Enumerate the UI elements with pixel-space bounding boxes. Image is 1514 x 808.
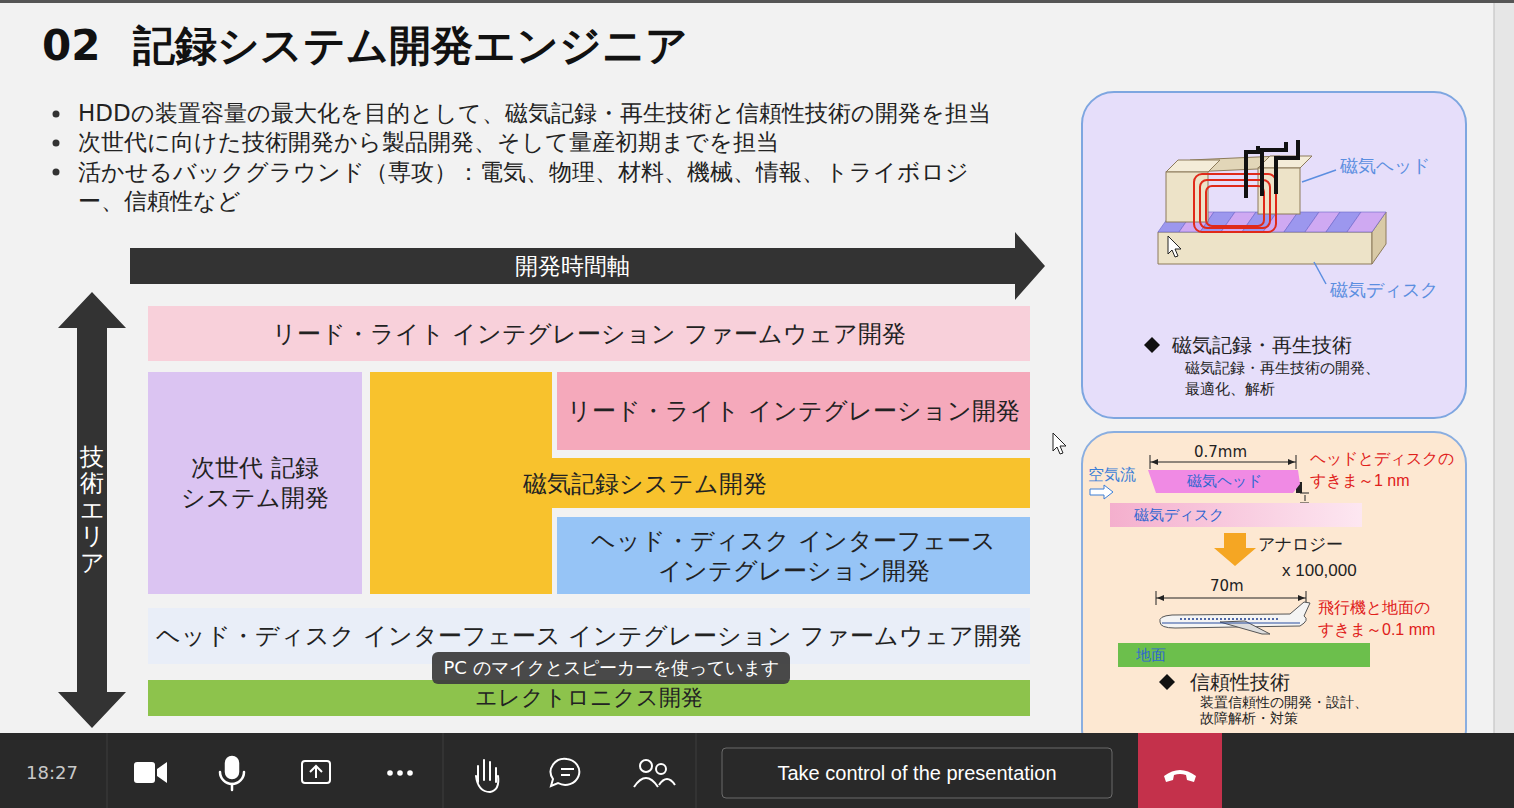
node-label: リード・ライト インテグレーション ファームウェア開発 xyxy=(272,319,906,349)
panel-heading: 磁気記録・再生技術 xyxy=(1172,333,1352,357)
more-icon xyxy=(387,770,413,776)
analogy-label: アナロジー xyxy=(1258,534,1343,554)
node-label: 次世代 記録 システム開発 xyxy=(180,453,330,513)
diamond-bullet xyxy=(1144,337,1160,353)
node-label: 開発時間軸 xyxy=(515,252,630,281)
panel-body: 磁気記録・再生技術の開発、 最適化、解析 xyxy=(1185,358,1390,400)
head-shape: 磁気ヘッド xyxy=(1148,470,1300,493)
diamond-bullet xyxy=(1159,674,1175,690)
toast-message: PC のマイクとスピーカーを使っています xyxy=(432,652,790,684)
part-name: 磁気ディスク xyxy=(1330,279,1438,301)
gap-note: ヘッドとディスクの すきま～1 nm xyxy=(1310,448,1460,492)
take-control-button xyxy=(722,748,1112,798)
node-label: 磁気ヘッド xyxy=(1187,472,1262,491)
hdi-box: ヘッド・ディスク インターフェース インテグレーション開発 xyxy=(557,517,1030,594)
read-write-box: リード・ライト インテグレーション開発 xyxy=(557,372,1030,450)
next-gen-box: 次世代 記録 システム開発 xyxy=(148,372,362,594)
toolbar-divider xyxy=(107,733,108,808)
bullet-text: 次世代に向けた技術開発から製品開発、そして量産初期までを担当 xyxy=(78,129,779,157)
node-shape xyxy=(1148,470,1300,493)
bullet-text: HDDの装置容量の最大化を目的として、磁気記録・再生技術と信頼性技術の開発を担当 xyxy=(78,100,991,128)
node-shape xyxy=(130,232,1045,300)
top-border xyxy=(0,0,1514,3)
node-shape xyxy=(370,372,1030,594)
node-label: ヘッド・ディスク インターフェース インテグレーション ファームウェア開発 xyxy=(156,621,1022,651)
dimension: 70m xyxy=(1210,577,1244,595)
window-border xyxy=(1494,0,1495,733)
time-axis-arrow: 開発時間軸 xyxy=(130,232,1045,300)
leave-button xyxy=(1138,733,1222,808)
panel-ground xyxy=(1082,432,1466,762)
node-label: 技術エリア xyxy=(80,444,104,576)
call-time: 18:27 xyxy=(26,762,78,784)
slide-title: 02 記録システム開発エンジニア xyxy=(42,18,688,74)
toolbar-ground xyxy=(0,733,1514,808)
recording-tech-panel: 磁気記録・再生技術磁気記録・再生技術の開発、 最適化、解析 xyxy=(1082,92,1466,418)
raise-hand-icon xyxy=(476,760,498,792)
share-icon xyxy=(302,761,330,783)
panel-ground xyxy=(1082,92,1466,418)
phone-icon xyxy=(1164,770,1196,782)
window-strip xyxy=(1494,0,1514,733)
mic-icon xyxy=(220,757,244,790)
tech-area-arrow: 技術エリア xyxy=(58,292,126,728)
node-label: 磁気ディスク xyxy=(1134,506,1224,525)
gap-note: 飛行機と地面の すきま～0.1 mm xyxy=(1318,597,1448,641)
toolbar-divider xyxy=(696,733,697,808)
camera-icon xyxy=(134,762,167,783)
panel-heading: 磁気記録システム開発 xyxy=(510,470,780,499)
bullet-text: 活かせるバックグラウンド（専攻）：電気、物理、材料、機械、情報、トライボロジー、… xyxy=(78,158,1008,216)
panel-heading: 信頼性技術 xyxy=(1190,670,1290,694)
people-icon xyxy=(634,760,675,787)
node-shape xyxy=(58,292,126,728)
dimension: 0.7mm xyxy=(1194,443,1247,461)
disk-band: 磁気ディスク xyxy=(1110,503,1362,527)
flow-label: 空気流 xyxy=(1088,465,1136,484)
bullet-dots xyxy=(53,111,60,176)
firmware-band: リード・ライト インテグレーション ファームウェア開発 xyxy=(148,306,1030,361)
node-label: リード・ライト インテグレーション開発 xyxy=(567,396,1020,426)
toolbar-divider xyxy=(443,733,444,808)
button-label: Take control of the presentation xyxy=(722,761,1112,785)
node-label: 地面 xyxy=(1136,646,1166,665)
chat-icon xyxy=(551,759,580,786)
mouse-cursor xyxy=(1053,433,1066,454)
ground-band: 地面 xyxy=(1118,643,1370,667)
electronics-band: エレクトロニクス開発 xyxy=(148,680,1030,716)
node-label: ヘッド・ディスク インターフェース インテグレーション開発 xyxy=(589,526,999,586)
node-label: エレクトロニクス開発 xyxy=(475,684,703,712)
panel-body: 装置信頼性の開発・設計、 故障解析・対策 xyxy=(1200,694,1380,726)
part-name: 磁気ヘッド xyxy=(1340,155,1430,177)
scale-factor: x 100,000 xyxy=(1282,561,1357,581)
